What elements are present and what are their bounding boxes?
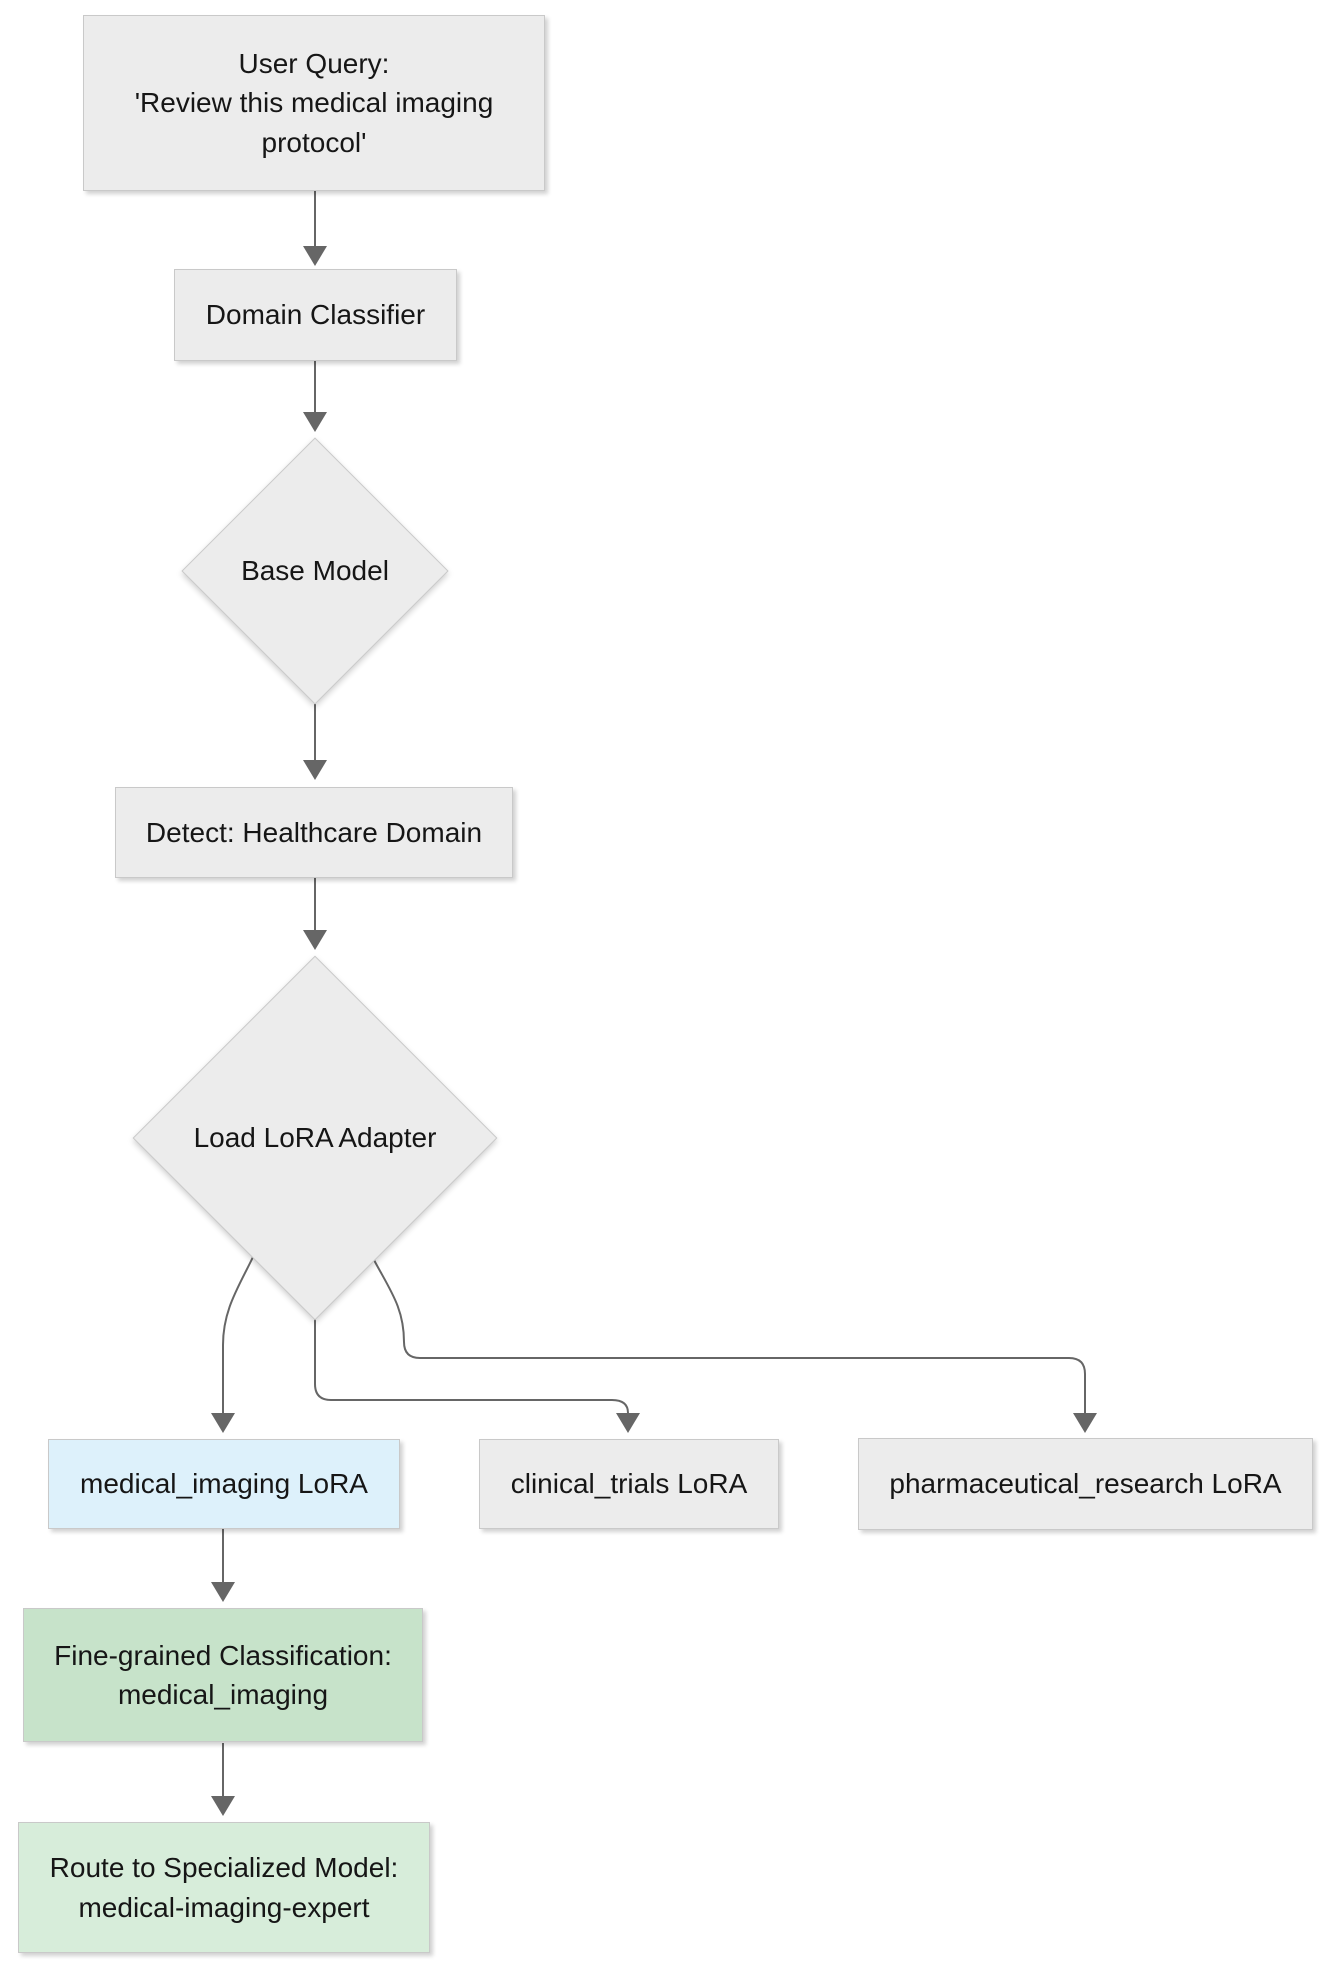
node-detect-domain-label: Detect: Healthcare Domain	[145, 816, 483, 848]
node-fine-grained-classification-label: Fine-grained Classification: medical_ima…	[54, 1639, 392, 1710]
arrowhead	[1073, 1413, 1097, 1433]
node-pharma-research-lora-label: pharmaceutical_research LoRA	[889, 1468, 1282, 1500]
node-user-query-label: User Query: 'Review this medical imaging…	[134, 48, 494, 158]
node-route-specialized-model-label: Route to Specialized Model: medical-imag…	[49, 1852, 399, 1923]
node-load-lora: Load LoRA Adapter	[132, 955, 498, 1321]
arrowhead	[303, 246, 327, 266]
node-medical-imaging-lora: medical_imaging LoRA	[48, 1439, 400, 1529]
node-detect-domain: Detect: Healthcare Domain	[115, 787, 513, 878]
node-user-query: User Query: 'Review this medical imaging…	[83, 15, 545, 191]
node-pharma-research-lora: pharmaceutical_research LoRA	[858, 1438, 1313, 1530]
edge-load-lora-to-clinical-trials	[314, 1319, 629, 1414]
node-domain-classifier-label: Domain Classifier	[205, 299, 426, 331]
node-clinical-trials-lora: clinical_trials LoRA	[479, 1439, 779, 1529]
node-domain-classifier: Domain Classifier	[174, 269, 457, 361]
node-medical-imaging-lora-label: medical_imaging LoRA	[80, 1468, 368, 1500]
arrowhead	[211, 1413, 235, 1433]
arrowhead	[303, 760, 327, 780]
node-base-model: Base Model	[181, 437, 449, 705]
node-route-specialized-model: Route to Specialized Model: medical-imag…	[18, 1822, 430, 1953]
node-fine-grained-classification: Fine-grained Classification: medical_ima…	[23, 1608, 423, 1742]
arrowhead	[303, 930, 327, 950]
arrowhead	[211, 1796, 235, 1816]
node-load-lora-label: Load LoRA Adapter	[193, 1122, 437, 1154]
arrowhead	[303, 412, 327, 432]
node-base-model-label: Base Model	[241, 555, 389, 587]
arrowhead	[616, 1413, 640, 1433]
arrowhead	[211, 1582, 235, 1602]
node-clinical-trials-lora-label: clinical_trials LoRA	[510, 1468, 748, 1500]
